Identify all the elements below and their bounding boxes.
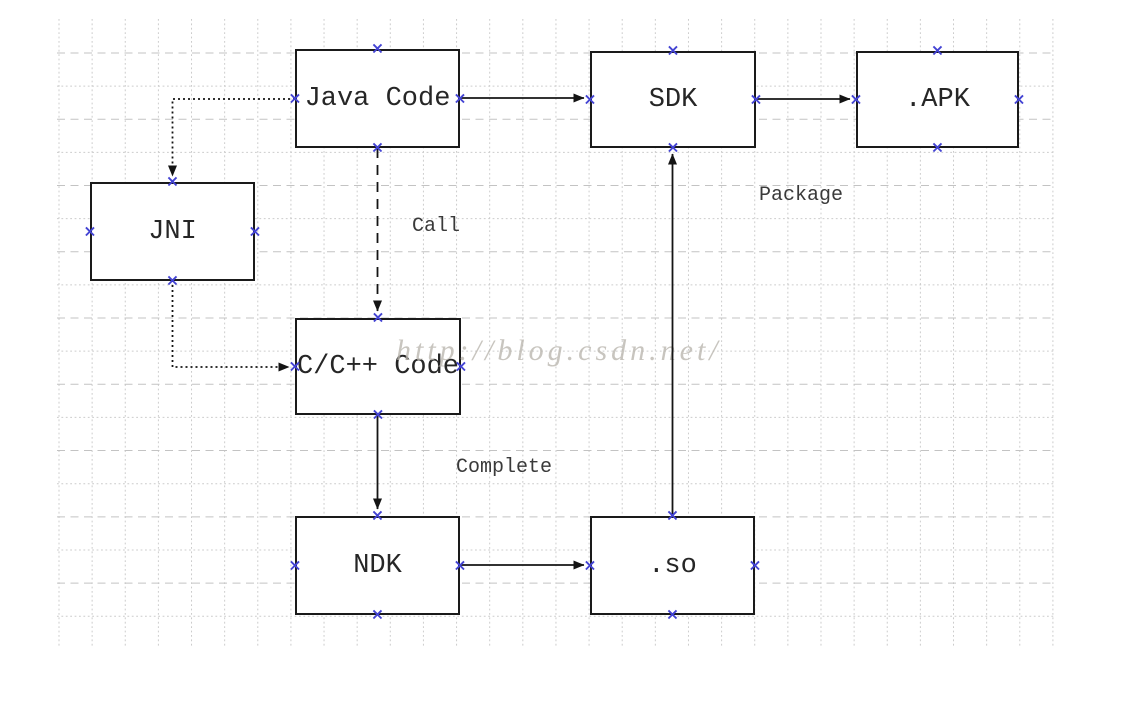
node-java-code-label: Java Code [304,83,451,114]
node-so-label: .so [648,550,697,581]
edge-label-complete: Complete [456,456,553,479]
node-ndk: NDK [295,516,460,615]
node-sdk-label: SDK [648,84,698,115]
node-jni: JNI [90,182,255,281]
edge-java-code-to-jni [168,98,295,177]
watermark: http://blog.csdn.net/ [396,334,722,367]
node-jni-label: JNI [148,216,197,247]
node-apk: .APK [856,51,1019,148]
node-so: .so [590,516,755,615]
edge-label-package: Package [759,184,844,207]
node-sdk: SDK [590,51,756,148]
edge-jni-to-cpp-code [171,280,290,372]
node-ndk-label: NDK [353,550,402,581]
edge-label-call: Call [412,215,461,238]
node-apk-label: .APK [905,84,970,115]
node-java-code: Java Code [295,49,460,148]
